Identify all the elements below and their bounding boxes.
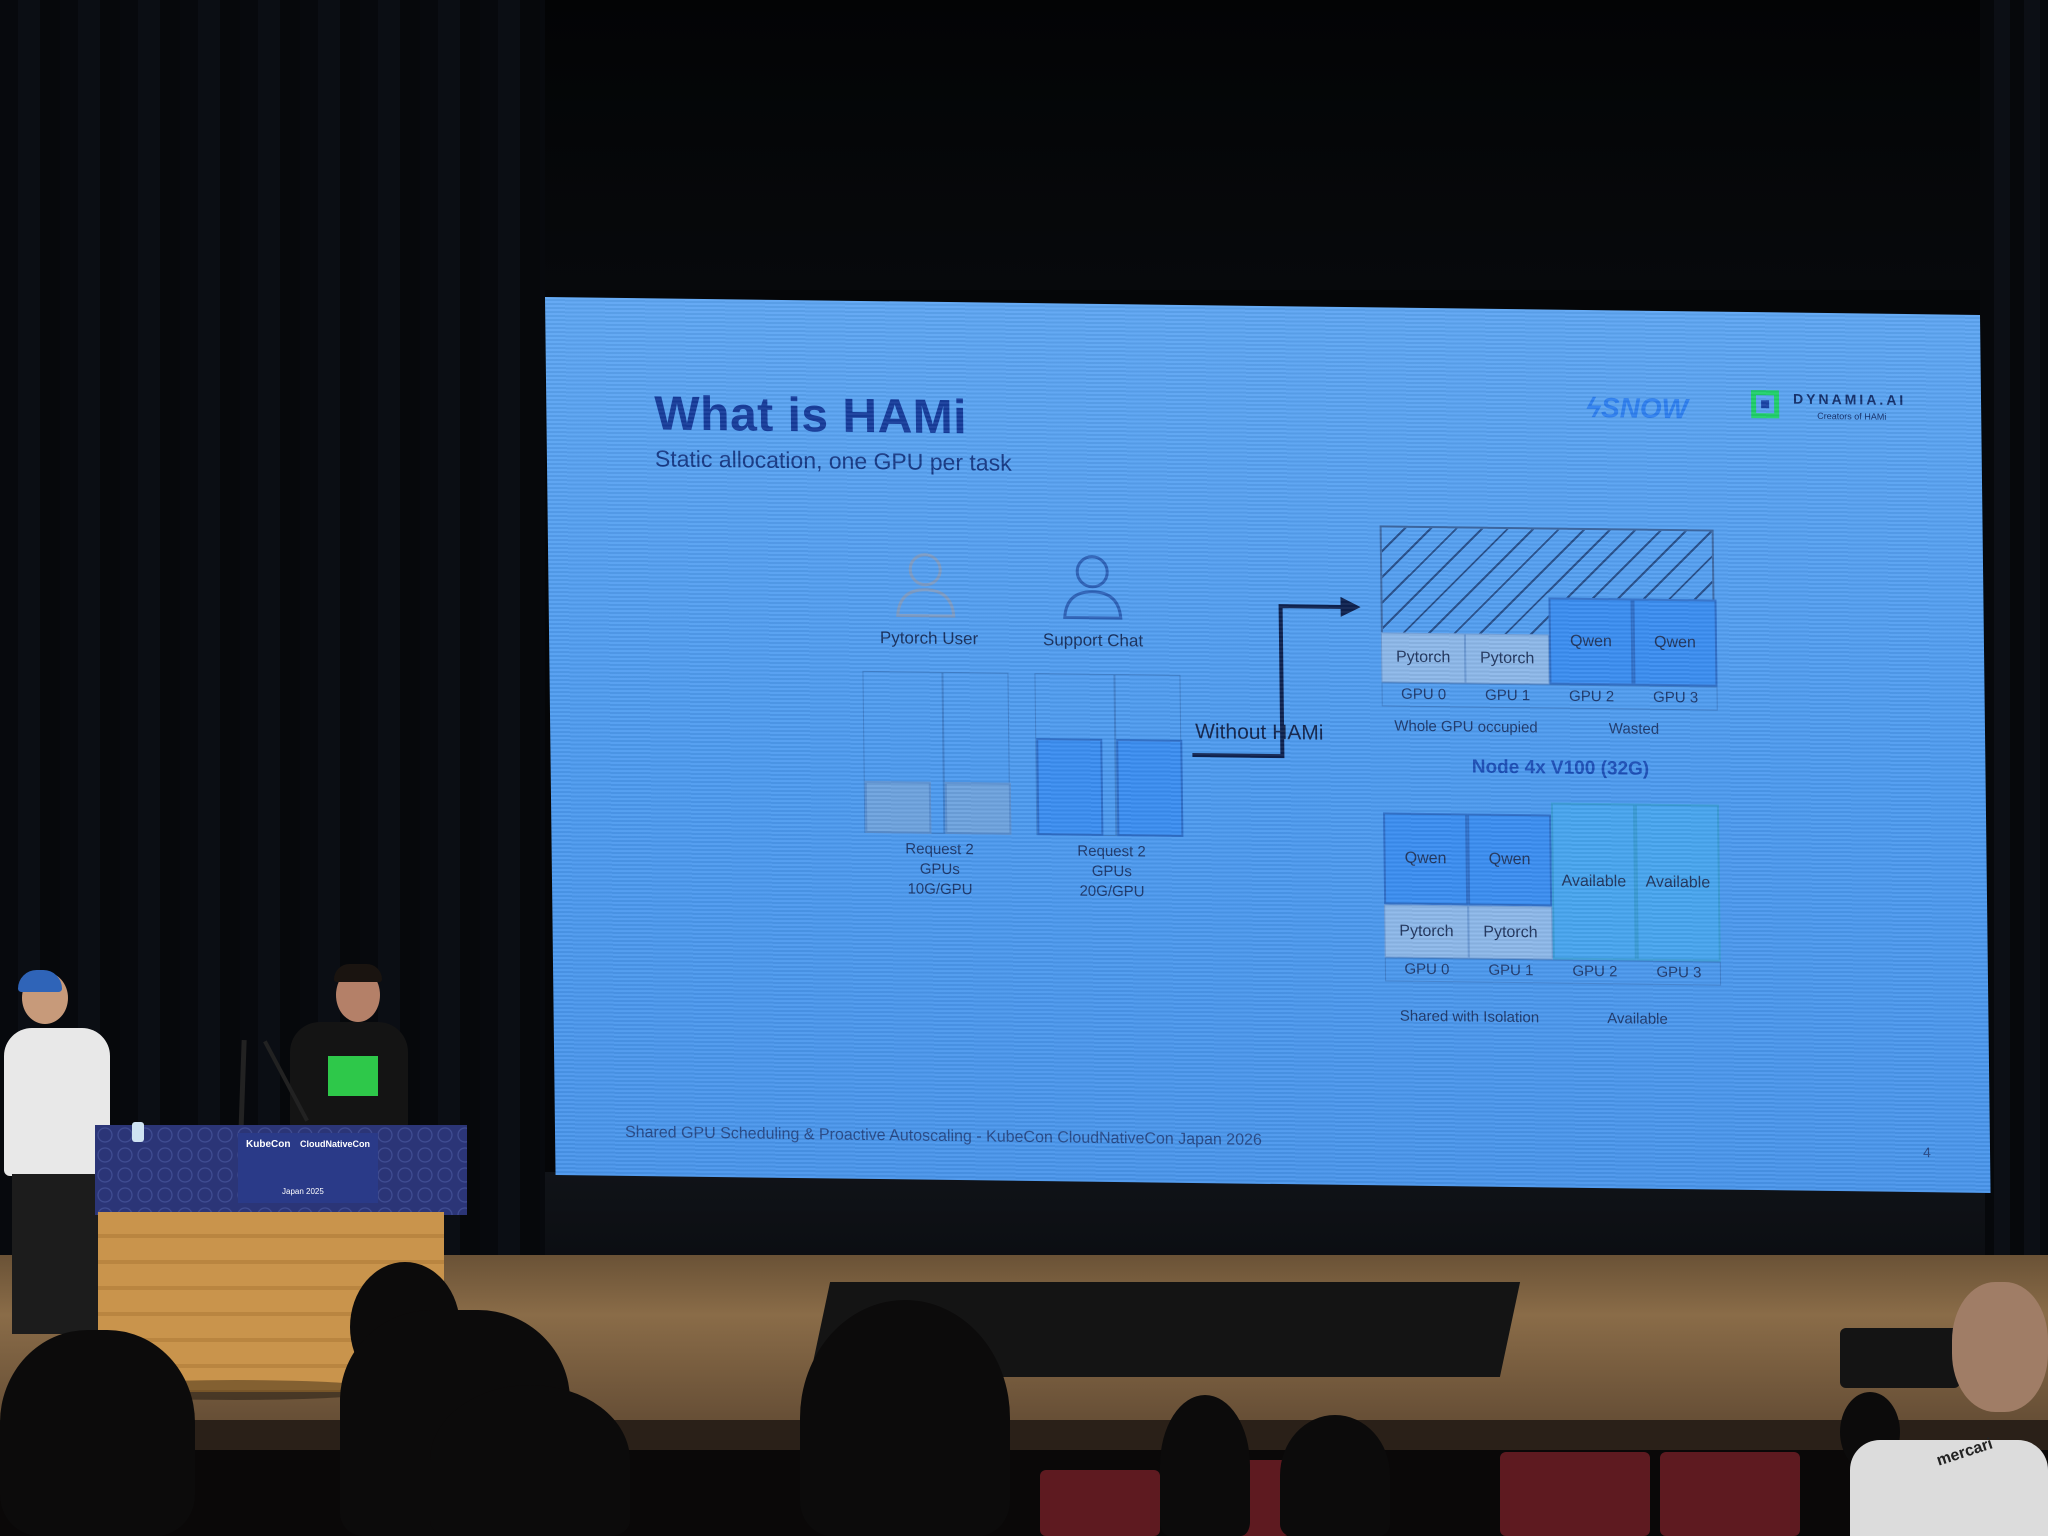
pytorch-request-text: Request 2 GPUs 10G/GPU (869, 839, 1010, 901)
dynamia-mark-icon (1750, 390, 1780, 419)
gpu-cell: Pytorch (1380, 632, 1466, 684)
support-chat-label: Support Chat (1042, 630, 1144, 651)
request-line: GPUs (919, 860, 960, 879)
cloudnativecon-sign: CloudNativeCon (300, 1139, 371, 1149)
bolt-icon: ϟ (1585, 392, 1602, 424)
request-block (1036, 738, 1104, 836)
audience-head (1160, 1395, 1250, 1536)
seat (1660, 1452, 1800, 1536)
dynamia-logo-text: DYNAMIA.AI (1792, 390, 1907, 409)
snow-logo: ϟSNOW (1586, 392, 1688, 425)
stage-speaker (1840, 1328, 1960, 1388)
speaker-pants (12, 1174, 98, 1334)
speaker-white-shirt (4, 1028, 110, 1176)
curtain-right (1980, 0, 2048, 1260)
kubecon-sign: KubeCon (246, 1139, 291, 1150)
node-label: Node 4x V100 (32G) (1471, 756, 1650, 780)
gpu-cell: Qwen (1632, 598, 1718, 687)
gpu-label: GPU 0 (1401, 685, 1447, 704)
gpu-cell: Available (1550, 802, 1637, 961)
gpu-label: GPU 0 (1404, 960, 1450, 979)
slide-footer: Shared GPU Scheduling & Proactive Autosc… (624, 1123, 1262, 1149)
slide-title: What is HAMi (654, 387, 968, 445)
request-line: 20G/GPU (1079, 882, 1145, 901)
gpu-cell: Pytorch (1384, 904, 1469, 959)
arrow-icon (1192, 596, 1361, 759)
snow-logo-text: SNOW (1600, 392, 1689, 425)
projected-slide: What is HAMi Static allocation, one GPU … (545, 297, 1991, 1193)
request-block (864, 780, 932, 834)
diagram-caption: Available (1607, 1010, 1668, 1028)
blue-cap (18, 970, 62, 992)
gpu-label: GPU 3 (1653, 688, 1699, 707)
slide-subtitle: Static allocation, one GPU per task (654, 445, 1012, 476)
audience-head (800, 1300, 1010, 1536)
shirt-print (328, 1056, 378, 1096)
audience-head (1280, 1415, 1390, 1536)
audience-head (1952, 1282, 2048, 1412)
gpu-label: GPU 3 (1656, 963, 1702, 982)
dynamia-tagline: Creators of HAMi (1817, 411, 1886, 422)
audience-head (430, 1385, 630, 1536)
gpu-cell: Pytorch (1468, 905, 1553, 960)
pytorch-user-label: Pytorch User (879, 628, 979, 649)
gpu-label: GPU 1 (1485, 686, 1531, 705)
gpu-cell: Qwen (1467, 813, 1553, 907)
gpu-cell: Qwen (1548, 597, 1634, 686)
request-line: 10G/GPU (907, 880, 973, 899)
seat (1040, 1470, 1160, 1536)
slide-page-number: 4 (1922, 1144, 1931, 1161)
shirt-text: mercari (1934, 1435, 1995, 1470)
request-block (944, 781, 1012, 835)
gpu-cell: Pytorch (1464, 633, 1550, 685)
audience-head (0, 1330, 195, 1536)
audience-shirt: mercari (1850, 1436, 2048, 1536)
podium-logo-panel: KubeCon CloudNativeCon Japan 2025 (238, 1133, 378, 1203)
gpu-label: GPU 1 (1488, 961, 1534, 980)
without-hami-label: Without HAMi (1194, 720, 1324, 745)
support-request-text: Request 2 GPUs 20G/GPU (1041, 841, 1182, 903)
request-line: Request 2 (1077, 842, 1146, 861)
podium-location: Japan 2025 (282, 1187, 324, 1196)
diagram-caption: Shared with Isolation (1399, 1007, 1540, 1027)
seat (1500, 1452, 1650, 1536)
user-icon (1063, 555, 1123, 620)
speaker-hair (334, 964, 382, 982)
diagram-caption: Whole GPU occupied (1394, 717, 1538, 737)
water-bottle (132, 1122, 144, 1142)
dynamia-tagline-text: Creators of (1817, 410, 1862, 422)
request-line: Request 2 (905, 840, 974, 859)
request-line: GPUs (1091, 862, 1132, 881)
hami-mark-text: HAMi (1864, 411, 1887, 422)
request-block (1116, 739, 1184, 837)
gpu-cell: Available (1634, 803, 1721, 962)
gpu-cell: Qwen (1383, 812, 1469, 906)
gpu-label: GPU 2 (1569, 687, 1615, 706)
diagram-caption: Wasted (1608, 720, 1660, 738)
user-icon (896, 553, 956, 618)
gpu-label: GPU 2 (1572, 962, 1618, 981)
